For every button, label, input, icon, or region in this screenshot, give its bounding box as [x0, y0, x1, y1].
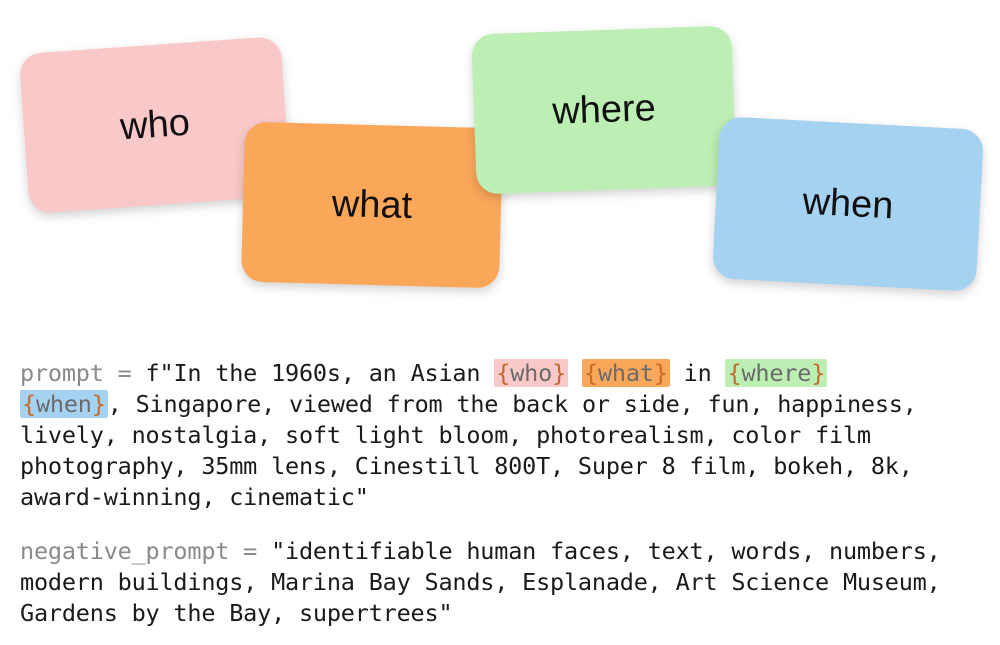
card-what-label: what — [331, 182, 413, 227]
brace-open: { — [22, 390, 36, 418]
card-where: where — [471, 25, 737, 195]
prompt-keyword: prompt = — [20, 359, 146, 387]
placeholder-what-word: what — [597, 359, 654, 387]
negative-prompt-code: negative_prompt = "identifiable human fa… — [20, 536, 990, 629]
prompt-prefix: f"In the 1960s, an Asian — [145, 359, 495, 387]
brace-open: { — [496, 359, 511, 387]
brace-close: } — [552, 359, 567, 387]
brace-close: } — [91, 390, 106, 418]
prompt-in-text: in — [669, 359, 726, 387]
negative-prompt-keyword: negative_prompt = — [20, 537, 272, 565]
brace-close: } — [653, 359, 668, 387]
placeholder-who: {who} — [494, 359, 569, 387]
prompt-code: prompt = f"In the 1960s, an Asian {who} … — [20, 358, 990, 513]
card-when-label: when — [801, 180, 895, 227]
brace-open: { — [583, 359, 598, 387]
placeholder-what: {what} — [581, 359, 670, 387]
brace-open: { — [727, 359, 742, 387]
card-who-label: who — [118, 101, 192, 148]
card-what: what — [240, 121, 504, 289]
prompt-rest: , Singapore, viewed from the back or sid… — [20, 390, 931, 511]
placeholder-where: {where} — [725, 359, 828, 387]
placeholder-who-word: who — [510, 359, 553, 387]
placeholder-when: {when} — [20, 390, 108, 418]
placeholder-when-word: when — [35, 390, 92, 418]
brace-close: } — [811, 359, 826, 387]
negative-prompt-text: "identifiable human faces, text, words, … — [20, 537, 955, 627]
card-where-label: where — [551, 86, 657, 133]
card-when: when — [711, 116, 985, 292]
placeholder-where-word: where — [741, 359, 812, 387]
